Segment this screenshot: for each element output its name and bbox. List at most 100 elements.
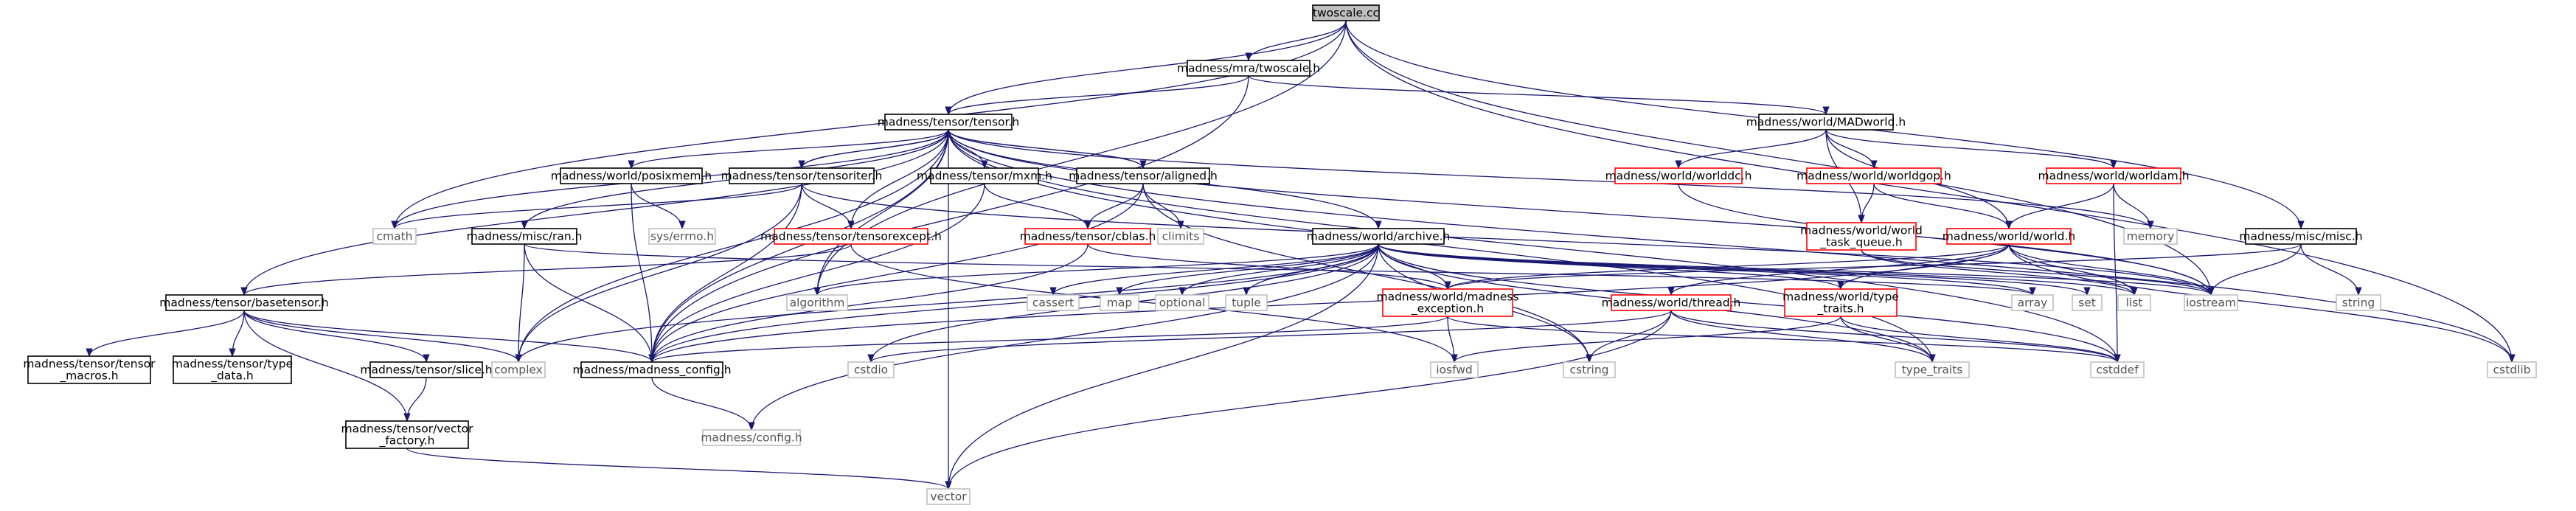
node-thread-h[interactable]: madness/world/thread.h — [1602, 294, 1741, 311]
node-label: algorithm — [790, 296, 845, 310]
edge-tensor-h-to-cstdlib — [948, 129, 2516, 364]
node-box — [884, 114, 1013, 131]
node-label: madness/world/thread.h — [1602, 296, 1741, 310]
node-label: madness/tensor/vector — [341, 423, 474, 436]
node-label: list — [2126, 296, 2143, 310]
node-tensoriter[interactable]: madness/tensor/tensoriter.h — [721, 167, 883, 184]
node-box — [2072, 294, 2103, 311]
node-box — [1382, 288, 1513, 317]
edge-posixmem-to-sys-errno — [631, 183, 686, 230]
edge-tensoriter-to-tensorexcept — [801, 183, 855, 230]
node-label: madness/world/world.h — [1943, 230, 2076, 243]
node-label: madness/world/world — [1800, 224, 1923, 237]
node-mxm[interactable]: madness/tensor/mxm.h — [917, 167, 1052, 184]
node-slice-h[interactable]: madness/tensor/slice.h — [360, 361, 493, 378]
node-string: string — [2336, 294, 2381, 311]
node-box — [847, 361, 895, 378]
edge-tensor-h-to-posixmem — [628, 129, 949, 170]
node-label: cmath — [376, 230, 412, 243]
node-box — [1784, 288, 1898, 317]
edge-type-traits-h-to-cstddef — [1840, 316, 2121, 364]
node-cblas[interactable]: madness/tensor/cblas.h — [1020, 228, 1156, 245]
edge-aligned-to-cstring — [1142, 183, 1593, 364]
node-set: set — [2072, 294, 2103, 311]
edge-twoscale-cc-to-cmath — [391, 20, 1347, 230]
node-box — [2245, 228, 2357, 245]
node-archive[interactable]: madness/world/archive.h — [1307, 228, 1451, 245]
node-madness-exception[interactable]: madness/world/madness_exception.h — [1376, 288, 1519, 317]
node-label: madness/world/MADworld.h — [1746, 116, 1906, 129]
node-box — [2011, 294, 2054, 311]
node-misc-h[interactable]: madness/misc/misc.h — [2239, 228, 2363, 245]
edge-tensoriter-to-madness-config — [648, 183, 802, 364]
node-worldam[interactable]: madness/world/worldam.h — [2038, 167, 2190, 184]
node-ran-h[interactable]: madness/misc/ran.h — [467, 228, 583, 245]
node-worldgop[interactable]: madness/world/worldgop.h — [1796, 167, 1951, 184]
node-type-traits-h[interactable]: madness/world/type_traits.h — [1782, 288, 1899, 317]
edge-thread-h-to-vector — [945, 310, 1672, 490]
node-tensorexcept[interactable]: madness/tensor/tensorexcept.h — [760, 228, 942, 245]
edge-basetensor-to-slice-h — [243, 310, 430, 364]
node-madness-config[interactable]: madness/madness_config.h — [572, 361, 732, 378]
node-worlddc[interactable]: madness/world/worlddc.h — [1605, 167, 1752, 184]
node-box — [1614, 167, 1743, 184]
node-vector-factory[interactable]: madness/tensor/vector_factory.h — [341, 420, 474, 449]
node-cstring: cstring — [1563, 361, 1616, 378]
node-label: madness/world/archive.h — [1307, 230, 1451, 243]
node-box — [471, 228, 577, 245]
node-climits: climits — [1157, 228, 1204, 245]
node-twoscale-cc[interactable]: twoscale.cc — [1312, 4, 1380, 21]
edge-archive-to-config-h — [748, 243, 1379, 431]
edge-archive-to-cstddef — [1378, 243, 2121, 364]
node-map: map — [1100, 294, 1139, 311]
edge-worldam-to-memory — [2113, 183, 2154, 230]
node-task-queue[interactable]: madness/world/world_task_queue.h — [1800, 222, 1923, 251]
edge-mra-twoscale-to-madness-config — [648, 75, 1249, 364]
edge-ran-h-to-complex — [515, 243, 525, 364]
node-madworld-h[interactable]: madness/world/MADworld.h — [1746, 114, 1906, 131]
node-box — [369, 361, 483, 378]
edge-tensoriter-to-complex — [515, 183, 802, 364]
node-label: iostream — [2186, 296, 2236, 310]
node-basetensor[interactable]: madness/tensor/basetensor.h — [159, 294, 329, 311]
node-world-h[interactable]: madness/world/world.h — [1943, 228, 2076, 245]
node-label: madness/tensor/basetensor.h — [159, 296, 328, 310]
node-box — [1027, 294, 1080, 311]
edge-tensoriter-to-cmath — [391, 183, 802, 230]
edge-twoscale-cc-to-cstdlib — [1345, 20, 2516, 364]
node-label: vector — [930, 490, 967, 504]
edge-basetensor-to-type-data — [229, 310, 245, 358]
node-label: madness/mra/twoscale.h — [1177, 62, 1320, 75]
node-tensor-h[interactable]: madness/tensor/tensor.h — [878, 114, 1019, 131]
edge-slice-h-to-vector-factory — [403, 377, 427, 423]
node-tensor-macros[interactable]: madness/tensor/tensor_macros.h — [23, 355, 156, 384]
node-cstdlib: cstdlib — [2487, 361, 2537, 378]
edge-archive-to-madness-config — [648, 243, 1379, 364]
node-box — [2123, 228, 2178, 245]
edge-ran-h-to-madness-config — [524, 243, 656, 364]
node-box — [1946, 228, 2072, 245]
node-label: madness/world/type — [1782, 291, 1899, 304]
node-label: madness/tensor/tensorexcept.h — [760, 230, 942, 243]
node-box — [1155, 294, 1209, 311]
node-box — [1563, 361, 1616, 378]
node-label: cassert — [1032, 296, 1074, 310]
edge-tensorexcept-to-iosfwd — [850, 243, 1458, 364]
edge-tensor-h-to-madness-config — [648, 129, 949, 364]
node-label: madness/tensor/type — [172, 358, 293, 371]
node-box — [1157, 228, 1204, 245]
edge-tensoriter-to-iostream — [801, 183, 2215, 296]
edge-thread-h-to-cstdio — [867, 310, 1672, 364]
node-label: madness/world/madness — [1376, 291, 1518, 304]
node-label: _exception.h — [1411, 302, 1484, 316]
node-aligned[interactable]: madness/tensor/aligned.h — [1069, 167, 1218, 184]
node-posixmem[interactable]: madness/world/posixmem.h — [551, 167, 712, 184]
node-box — [1806, 222, 1917, 251]
node-box — [1611, 294, 1732, 311]
node-type-data[interactable]: madness/tensor/type_data.h — [172, 355, 293, 384]
edge-twoscale-cc-to-mra-twoscale — [1245, 20, 1347, 62]
edge-mxm-to-madness-config — [648, 183, 985, 364]
node-type-traits: type_traits — [1895, 361, 1970, 378]
edge-mra-twoscale-to-madworld-h — [1248, 75, 1830, 116]
node-mra-twoscale[interactable]: madness/mra/twoscale.h — [1177, 60, 1320, 77]
